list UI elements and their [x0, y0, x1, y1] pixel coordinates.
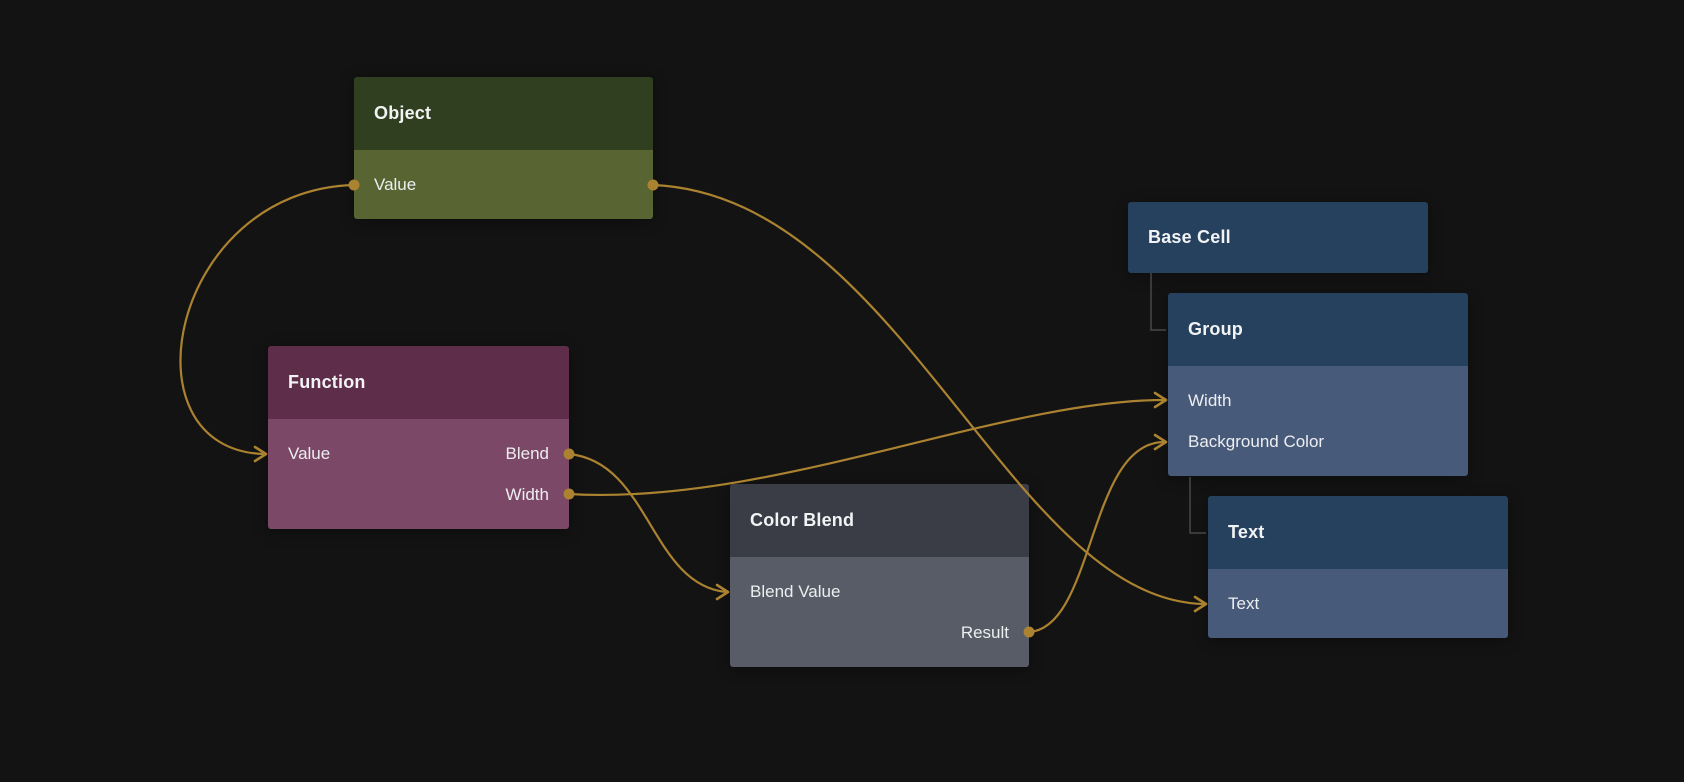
row-label-value: Value [374, 175, 416, 195]
node-group-title: Group [1188, 319, 1243, 340]
node-base-cell-header[interactable]: Base Cell [1128, 202, 1428, 273]
row-label-background-color: Background Color [1188, 432, 1324, 452]
row-label-blend: Blend [506, 444, 549, 464]
node-color-blend-title: Color Blend [750, 510, 854, 531]
row-label-value: Value [288, 444, 330, 464]
node-function-title: Function [288, 372, 366, 393]
row-label-width: Width [506, 485, 549, 505]
hierarchy-link-group-text [1190, 477, 1206, 533]
edge-function-width-to-group-width[interactable] [569, 393, 1166, 495]
node-object-header[interactable]: Object [354, 77, 653, 150]
arrowhead-icon [1155, 393, 1166, 407]
node-color-blend-row-blend-value[interactable]: Blend Value [730, 571, 1029, 612]
node-group[interactable]: Group Width Background Color [1168, 293, 1468, 476]
node-text-title: Text [1228, 522, 1264, 543]
arrowhead-icon [255, 447, 266, 461]
row-label-result: Result [961, 623, 1009, 643]
node-text-row-text[interactable]: Text [1208, 583, 1508, 624]
wire[interactable] [1029, 442, 1164, 632]
node-color-blend-header[interactable]: Color Blend [730, 484, 1029, 557]
node-function-row-value-blend[interactable]: Value Blend [268, 433, 569, 474]
node-base-cell-title: Base Cell [1148, 227, 1231, 248]
arrowhead-icon [717, 585, 728, 599]
edge-function-blend-to-colorblend-blendvalue[interactable] [569, 454, 728, 599]
node-group-body: Width Background Color [1168, 366, 1468, 476]
node-function-body: Value Blend Width [268, 419, 569, 529]
node-function-header[interactable]: Function [268, 346, 569, 419]
node-object-title: Object [374, 103, 431, 124]
node-function-row-width[interactable]: Width [268, 474, 569, 515]
wire[interactable] [569, 454, 726, 592]
edge-colorblend-result-to-group-backgroundcolor[interactable] [1029, 435, 1166, 632]
arrowhead-icon [1195, 597, 1206, 611]
row-label-width: Width [1188, 391, 1231, 411]
node-base-cell[interactable]: Base Cell [1128, 202, 1428, 273]
node-object-body: Value [354, 150, 653, 219]
node-object-row-value[interactable]: Value [354, 164, 653, 205]
node-function[interactable]: Function Value Blend Width [268, 346, 569, 529]
node-text-header[interactable]: Text [1208, 496, 1508, 569]
node-object[interactable]: Object Value [354, 77, 653, 219]
node-group-header[interactable]: Group [1168, 293, 1468, 366]
row-label-text: Text [1228, 594, 1259, 614]
node-text-body: Text [1208, 569, 1508, 638]
node-group-row-background-color[interactable]: Background Color [1168, 421, 1468, 462]
node-color-blend-row-result[interactable]: Result [730, 612, 1029, 653]
node-group-row-width[interactable]: Width [1168, 380, 1468, 421]
hierarchy-link-basecell-group [1151, 273, 1166, 330]
node-color-blend[interactable]: Color Blend Blend Value Result [730, 484, 1029, 667]
arrowhead-icon [1155, 435, 1166, 449]
node-text[interactable]: Text Text [1208, 496, 1508, 638]
node-color-blend-body: Blend Value Result [730, 557, 1029, 667]
row-label-blend-value: Blend Value [750, 582, 840, 602]
wire[interactable] [569, 400, 1164, 495]
